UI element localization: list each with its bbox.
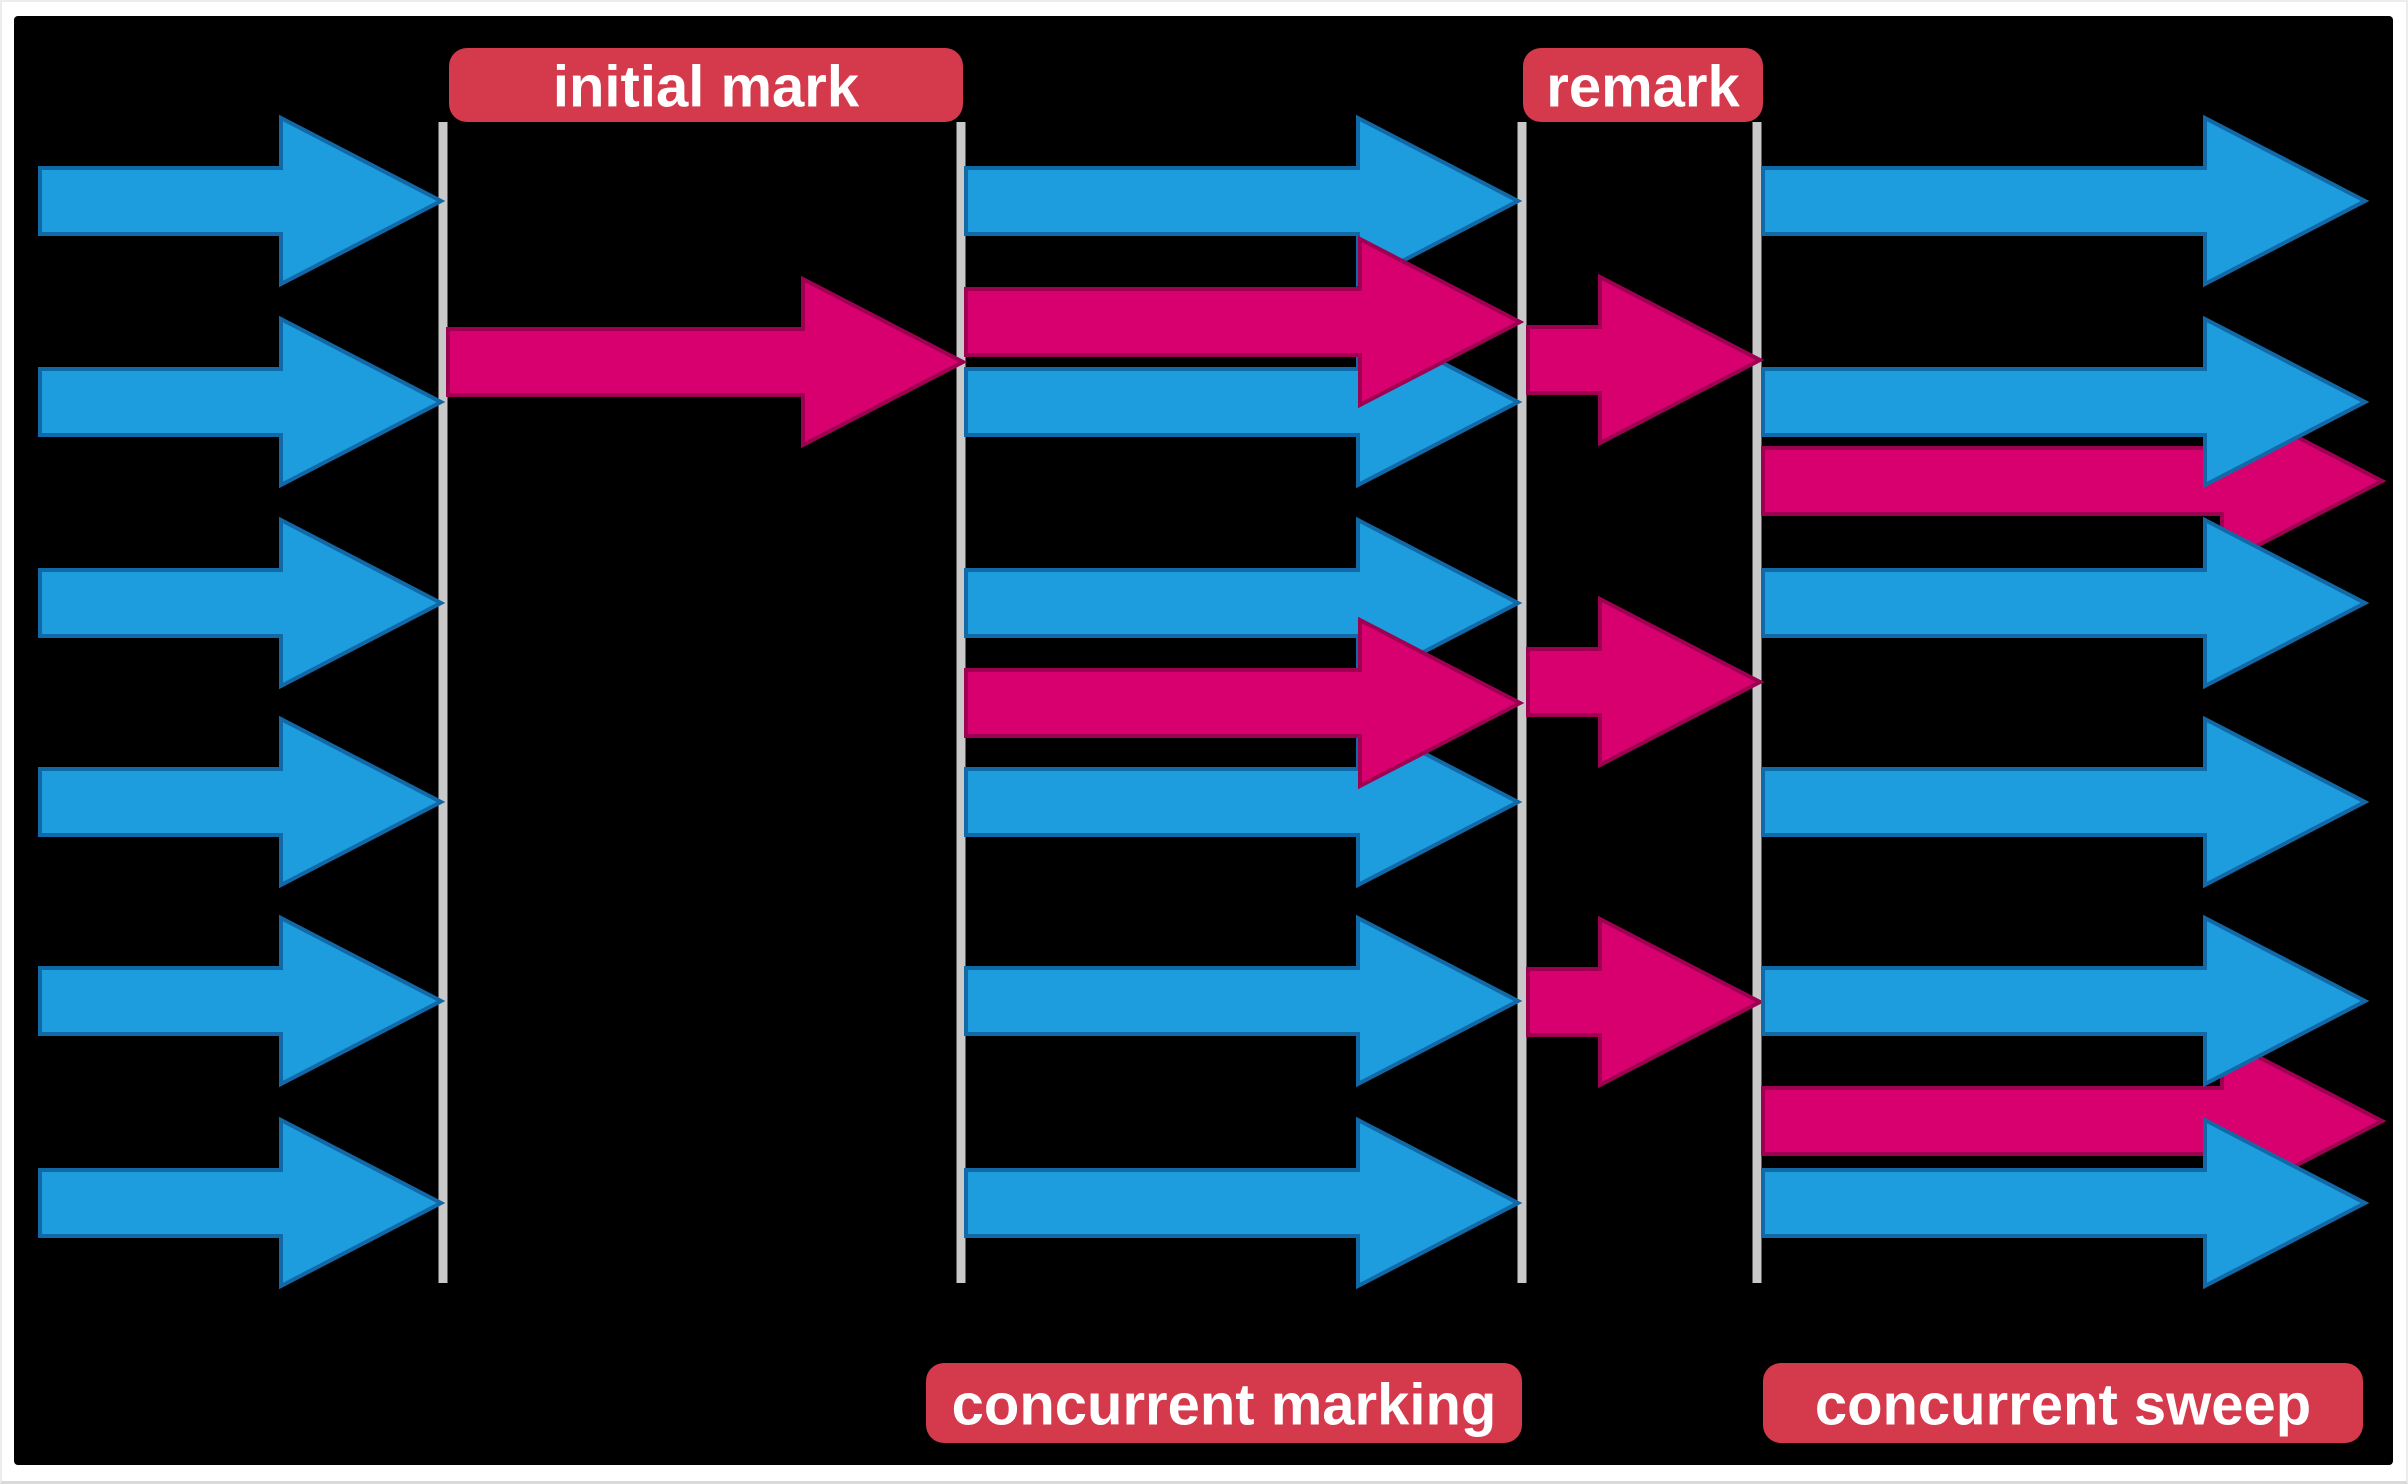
mutator-arrow-running bbox=[38, 715, 446, 889]
phase-label-remark: remark bbox=[1546, 55, 1740, 120]
mutator-arrow-running bbox=[38, 914, 446, 1088]
mutator-arrow-concurrent-sweep bbox=[1761, 315, 2370, 489]
gc-arrow-remark bbox=[1526, 273, 1765, 447]
gc-arrow-remark bbox=[1526, 595, 1765, 769]
mutator-arrow-running bbox=[38, 114, 446, 288]
mutator-arrow-running bbox=[38, 1116, 446, 1290]
phase-label-bg-remark bbox=[1523, 48, 1763, 122]
phase-label-bg-concurrent-marking bbox=[926, 1363, 1522, 1443]
phase-label-bg-concurrent-sweep bbox=[1763, 1363, 2363, 1443]
gc-arrow-initial-mark bbox=[446, 275, 968, 449]
gc-arrow-remark bbox=[1526, 915, 1765, 1089]
mutator-arrow-concurrent-sweep bbox=[1761, 516, 2370, 690]
mutator-arrow-concurrent-sweep bbox=[1761, 1116, 2370, 1290]
mutator-arrow-concurrent-sweep bbox=[1761, 914, 2370, 1088]
phase-label-bg-initial-mark bbox=[449, 48, 963, 122]
mutator-arrow-running bbox=[38, 516, 446, 690]
mutator-arrow-concurrent-marking bbox=[964, 914, 1523, 1088]
phase-label-concurrent-sweep: concurrent sweep bbox=[1815, 1373, 2311, 1438]
phase-label-concurrent-marking: concurrent marking bbox=[952, 1373, 1497, 1438]
mutator-arrow-concurrent-marking bbox=[964, 114, 1523, 288]
gc-arrow-concurrent-marking bbox=[964, 235, 1525, 409]
gc-arrow-concurrent-marking bbox=[964, 616, 1525, 790]
mutator-arrow-running bbox=[38, 315, 446, 489]
phase-label-initial-mark: initial mark bbox=[553, 55, 860, 120]
mutator-arrow-concurrent-sweep bbox=[1761, 715, 2370, 889]
mutator-arrow-concurrent-marking bbox=[964, 1116, 1523, 1290]
mutator-arrow-concurrent-sweep bbox=[1761, 114, 2370, 288]
